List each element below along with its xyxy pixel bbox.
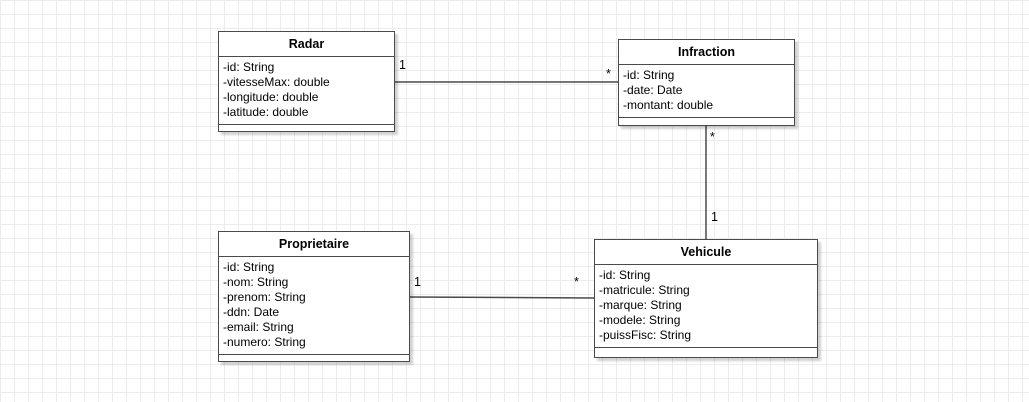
attribute[interactable]: -longitude: double (223, 90, 319, 104)
association-proprietaire-vehicule[interactable] (409, 296, 595, 299)
attribute[interactable]: -puissFisc: String (599, 328, 692, 342)
class-name[interactable]: Proprietaire (219, 232, 409, 257)
attribute[interactable]: -ddn: Date (223, 305, 280, 319)
class-vehicule[interactable]: Vehicule -id: String -matricule: String … (594, 239, 818, 358)
multiplicity-vehicule-infraction[interactable]: 1 (711, 210, 718, 224)
attribute[interactable]: -latitude: double (223, 105, 309, 119)
attribute[interactable]: -email: String (223, 320, 294, 334)
class-infraction[interactable]: Infraction -id: String -date: Date -mont… (618, 39, 795, 126)
attribute[interactable]: -numero: String (223, 335, 306, 349)
class-name[interactable]: Infraction (619, 40, 794, 65)
attribute[interactable]: -marque: String (599, 298, 682, 312)
class-name[interactable]: Vehicule (595, 240, 817, 265)
attribute[interactable]: -matricule: String (599, 283, 690, 297)
method-list[interactable] (595, 348, 817, 356)
attribute[interactable]: -id: String (623, 68, 675, 82)
multiplicity-radar[interactable]: 1 (399, 58, 406, 72)
attribute[interactable]: -id: String (599, 268, 651, 282)
attribute[interactable]: -montant: double (623, 98, 714, 112)
attribute-list: -id: String -date: Date -montant: double (619, 65, 794, 118)
multiplicity-proprietaire[interactable]: 1 (414, 275, 421, 289)
multiplicity-infraction-vehicule[interactable]: * (710, 130, 715, 144)
class-name[interactable]: Radar (219, 32, 394, 57)
attribute-list: -id: String -nom: String -prenom: String… (219, 257, 409, 355)
attribute[interactable]: -date: Date (623, 83, 683, 97)
class-radar[interactable]: Radar -id: String -vitesseMax: double -l… (218, 31, 395, 132)
multiplicity-vehicule-proprietaire[interactable]: * (574, 275, 579, 289)
method-list[interactable] (219, 125, 394, 133)
attribute[interactable]: -id: String (223, 60, 275, 74)
attribute[interactable]: -nom: String (223, 275, 289, 289)
method-list[interactable] (219, 355, 409, 363)
attribute-list: -id: String -vitesseMax: double -longitu… (219, 57, 394, 125)
attribute[interactable]: -vitesseMax: double (223, 75, 330, 89)
attribute[interactable]: -prenom: String (223, 290, 306, 304)
attribute[interactable]: -id: String (223, 260, 275, 274)
multiplicity-infraction-radar[interactable]: * (606, 67, 611, 81)
method-list[interactable] (619, 118, 794, 126)
class-proprietaire[interactable]: Proprietaire -id: String -nom: String -p… (218, 231, 410, 362)
attribute-list: -id: String -matricule: String -marque: … (595, 265, 817, 348)
attribute[interactable]: -modele: String (599, 313, 681, 327)
